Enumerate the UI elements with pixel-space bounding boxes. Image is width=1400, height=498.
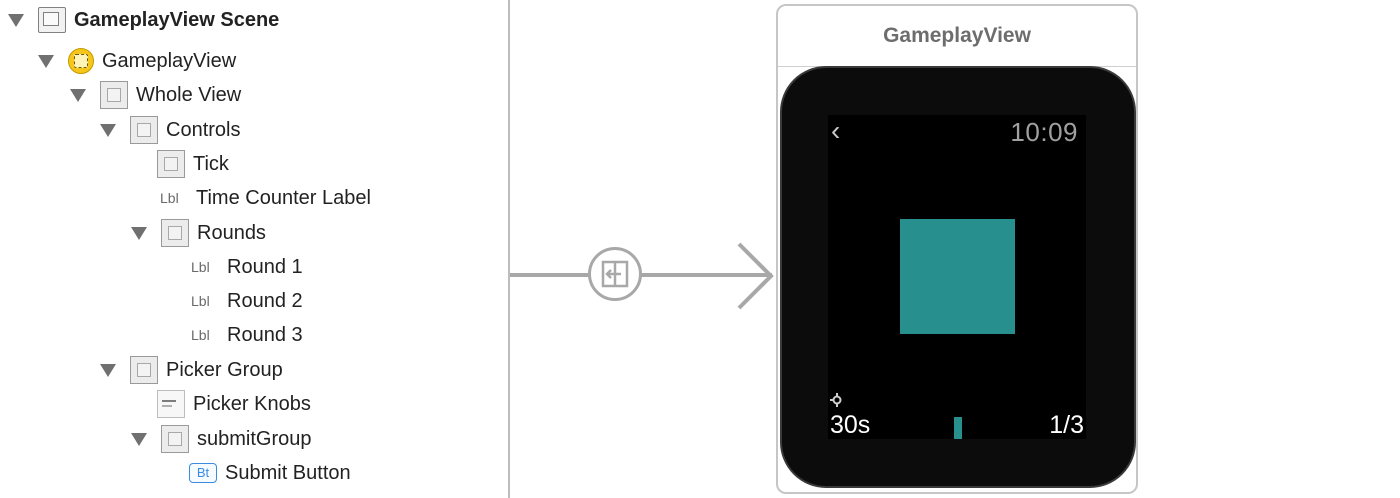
label-icon: Lbl <box>191 327 210 343</box>
tick-square <box>900 219 1015 334</box>
outline-item-label: Submit Button <box>225 461 351 484</box>
group-icon <box>157 150 185 178</box>
picker-icon <box>157 390 185 418</box>
outline-item-time-counter-label[interactable]: Lbl Time Counter Label <box>160 183 371 213</box>
outline-scene-row[interactable]: GameplayView Scene <box>8 5 279 35</box>
disclosure-triangle-icon[interactable] <box>8 13 24 27</box>
time-counter-label: 30s <box>830 411 871 439</box>
outline-item-label: Rounds <box>197 221 266 244</box>
disclosure-triangle-icon[interactable] <box>131 226 147 240</box>
segue-icon[interactable] <box>588 247 642 301</box>
label-icon: Lbl <box>191 259 210 275</box>
outline-item-label: Time Counter Label <box>196 186 371 209</box>
outline-item-label: Whole View <box>136 83 242 106</box>
outline-item-label: Controls <box>166 118 241 141</box>
outline-item-submit-button[interactable]: Bt Submit Button <box>187 458 351 488</box>
disclosure-triangle-icon[interactable] <box>131 432 147 446</box>
group-icon <box>161 425 189 453</box>
chevron-left-icon[interactable]: ‹ <box>831 115 841 146</box>
outline-item-label: Tick <box>193 152 229 175</box>
panel-divider[interactable] <box>508 0 510 498</box>
outline-item-submit-group[interactable]: submitGroup <box>131 424 312 454</box>
outline-item-whole-view[interactable]: Whole View <box>70 80 241 110</box>
outline-item-label: Round 2 <box>227 289 303 312</box>
outline-item-label: Round 3 <box>227 323 303 346</box>
outline-item-label: Picker Group <box>166 358 283 381</box>
outline-item-picker-group[interactable]: Picker Group <box>100 355 283 385</box>
outline-item-tick[interactable]: Tick <box>157 149 229 179</box>
outline-item-rounds[interactable]: Rounds <box>131 218 266 248</box>
scene-icon <box>38 7 66 33</box>
status-time: 10:09 <box>1010 117 1078 147</box>
scene-title: GameplayView <box>778 6 1136 67</box>
outline-item-label: GameplayView <box>102 49 237 72</box>
label-icon: Lbl <box>191 293 210 309</box>
outline-item-round-2[interactable]: Lbl Round 2 <box>191 286 303 316</box>
picker-indicator[interactable] <box>954 417 962 439</box>
disclosure-triangle-icon[interactable] <box>100 363 116 377</box>
group-icon <box>130 116 158 144</box>
outline-item-label: Picker Knobs <box>193 392 311 415</box>
outline-item-label: Round 1 <box>227 255 303 278</box>
interface-controller-icon <box>68 48 94 74</box>
outline-item-controls[interactable]: Controls <box>100 115 240 145</box>
entry-arrow-icon <box>737 242 774 310</box>
group-icon <box>100 81 128 109</box>
watch-screen[interactable]: ‹ 10:09 30s 1/3 <box>828 115 1086 439</box>
disclosure-triangle-icon[interactable] <box>70 88 86 102</box>
outline-item-round-1[interactable]: Lbl Round 1 <box>191 252 303 282</box>
outline-item-round-3[interactable]: Lbl Round 3 <box>191 320 303 350</box>
outline-item-picker-knobs[interactable]: Picker Knobs <box>157 389 311 419</box>
label-icon: Lbl <box>160 190 179 206</box>
disclosure-triangle-icon[interactable] <box>100 123 116 137</box>
button-icon: Bt <box>189 463 217 483</box>
location-crosshair-icon <box>830 393 842 407</box>
group-icon <box>161 219 189 247</box>
outline-item-label: submitGroup <box>197 427 312 450</box>
document-outline: GameplayView Scene GameplayView Whole Vi… <box>0 0 508 498</box>
disclosure-triangle-icon[interactable] <box>38 54 54 68</box>
round-label: 1/3 <box>1049 411 1084 439</box>
outline-scene-label: GameplayView Scene <box>74 8 280 31</box>
outline-item-gameplayview[interactable]: GameplayView <box>38 46 236 76</box>
group-icon <box>130 356 158 384</box>
